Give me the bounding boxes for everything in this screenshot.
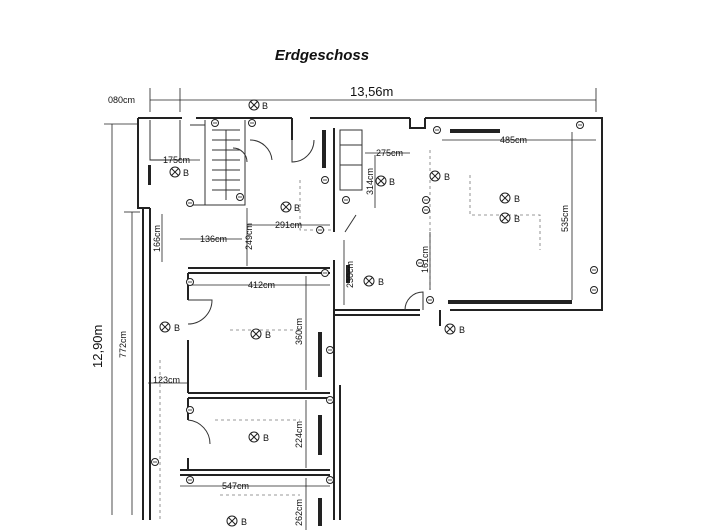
top-dimension: 080cm 13,56m	[108, 84, 597, 112]
dim-123: 123cm	[153, 375, 180, 385]
dim-175: 175cm	[163, 155, 190, 165]
light-13: B	[226, 515, 247, 527]
light-fixtures: B B B B B B B B B B B B B	[159, 99, 520, 527]
radiators	[148, 129, 572, 526]
light-11: B	[250, 328, 271, 340]
dim-772: 772cm	[118, 331, 128, 358]
dim-136: 136cm	[200, 234, 227, 244]
dim-412: 412cm	[248, 280, 275, 290]
svg-text:B: B	[241, 517, 247, 527]
dim-262: 262cm	[294, 499, 304, 526]
light-9: B	[444, 323, 465, 335]
dim-535: 535cm	[560, 205, 570, 232]
dim-total-height: 12,90m	[90, 325, 105, 368]
dim-080: 080cm	[108, 95, 135, 105]
light-12: B	[248, 431, 269, 443]
svg-text:B: B	[294, 203, 300, 213]
svg-text:B: B	[459, 325, 465, 335]
light-1: B	[248, 99, 268, 111]
room-dimensions: 175cm 275cm 485cm 314cm 535cm 166cm 136c…	[148, 132, 596, 530]
dim-161: 161cm	[420, 246, 430, 273]
dim-224: 224cm	[294, 421, 304, 448]
light-4: B	[375, 175, 395, 187]
dim-total-width: 13,56m	[350, 84, 393, 99]
dim-360: 360cm	[294, 318, 304, 345]
svg-text:B: B	[265, 330, 271, 340]
dim-314: 314cm	[365, 168, 375, 195]
svg-text:B: B	[444, 172, 450, 182]
svg-text:B: B	[514, 194, 520, 204]
dim-485: 485cm	[500, 135, 527, 145]
light-3: B	[280, 201, 300, 213]
svg-text:B: B	[262, 101, 268, 111]
svg-text:B: B	[263, 433, 269, 443]
light-6: B	[499, 192, 520, 204]
svg-text:B: B	[378, 277, 384, 287]
svg-text:B: B	[174, 323, 180, 333]
light-5: B	[429, 170, 450, 182]
light-2: B	[169, 166, 189, 178]
dim-275: 275cm	[376, 148, 403, 158]
dim-547: 547cm	[222, 481, 249, 491]
left-dimension: 12,90m 772cm	[90, 123, 140, 515]
light-8: B	[363, 275, 384, 287]
light-7: B	[499, 212, 520, 224]
svg-text:B: B	[183, 168, 189, 178]
dim-230: 230cm	[345, 261, 355, 288]
svg-text:B: B	[514, 214, 520, 224]
dim-291: 291cm	[275, 220, 302, 230]
dim-249: 249cm	[244, 223, 254, 250]
plan-title: Erdgeschoss	[275, 47, 369, 64]
light-10: B	[159, 321, 180, 333]
svg-text:B: B	[389, 177, 395, 187]
doors	[187, 139, 424, 445]
dim-166: 166cm	[152, 225, 162, 252]
